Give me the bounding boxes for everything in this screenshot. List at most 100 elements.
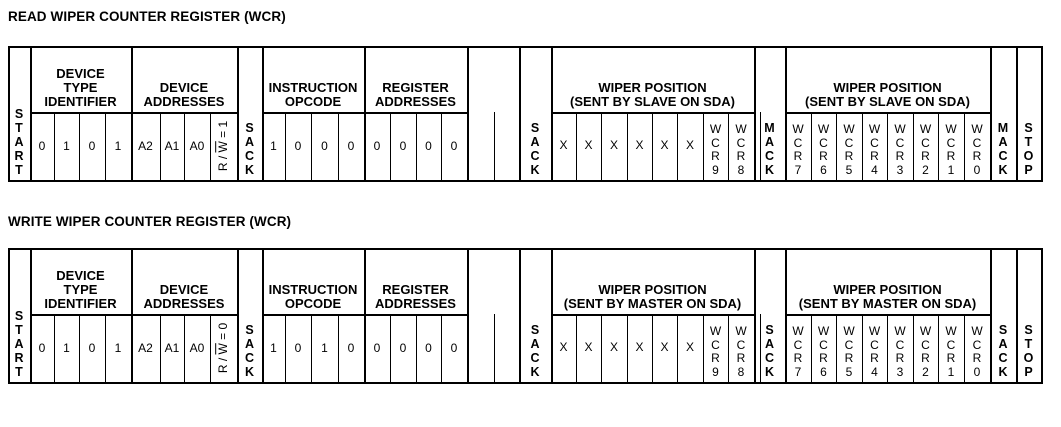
wiper-bit-letter: R: [711, 351, 720, 365]
opcode-bit: 0: [321, 139, 328, 153]
rw-label: R / W = 1: [216, 120, 231, 172]
device-address-bit: A2: [138, 341, 153, 355]
column-divider: [785, 248, 787, 384]
ack-cell-letter: A: [244, 337, 255, 351]
wiper-bit-letter: W: [792, 324, 804, 338]
device-type-header-line: DEVICE: [56, 66, 105, 81]
wiper-bit-letter: C: [736, 135, 746, 150]
bit-divider: [652, 112, 653, 180]
wiper-bit: X: [685, 340, 694, 355]
wiper-bit-letter: W: [868, 324, 881, 338]
wiper-bit-letter: R: [895, 149, 905, 163]
column-divider: [467, 46, 469, 182]
column-divider: [754, 248, 756, 384]
register-bit: 0: [373, 139, 381, 153]
wiper-bit-letter: C: [819, 135, 828, 150]
device-address-bit: A2: [138, 139, 153, 153]
bit-divider: [836, 314, 837, 382]
bit-divider: [887, 314, 888, 382]
ack-cell-letter: S: [245, 121, 254, 135]
wiper-bit-letter: R: [793, 351, 803, 365]
wiper-bit-letter: C: [972, 337, 982, 352]
bit-divider: [836, 112, 837, 180]
bit-divider: [416, 112, 417, 180]
column-divider: [262, 46, 264, 182]
rw-bit: R / W = 1: [210, 112, 237, 180]
stop-cell-letter: T: [1024, 337, 1033, 351]
stop-cell-letter: O: [1023, 351, 1034, 365]
column-divider: [237, 46, 239, 182]
instruction-opcode-header-line: OPCODE: [284, 296, 342, 311]
wiper-position-header-line: WIPER POSITION: [598, 282, 707, 297]
bit-divider: [441, 112, 442, 180]
bit-divider: [184, 314, 185, 382]
wiper-bit-letter: R: [819, 149, 828, 163]
column-divider: [8, 46, 10, 182]
device-type-bit: 0: [88, 139, 96, 153]
wiper-position-header-line: (SENT BY MASTER ON SDA): [563, 296, 742, 311]
wiper-bit-letter: W: [971, 122, 983, 136]
opcode-bit: 1: [270, 341, 277, 355]
bit-divider: [811, 314, 812, 382]
wiper-bit-letter: W: [709, 324, 722, 338]
wiper-bit-letter: C: [921, 337, 930, 352]
wiper-bit-letter: R: [895, 351, 905, 365]
wiper-bit: X: [559, 340, 568, 355]
wiper-bit-letter: 8: [737, 162, 745, 177]
wiper-bit-letter: 4: [871, 364, 878, 379]
wiper-bit-letter: 8: [737, 364, 745, 379]
device-type-header-line: DEVICE: [56, 268, 105, 283]
bit-divider: [390, 112, 391, 180]
header-divider: [364, 112, 467, 114]
wiper-bit-letter: 6: [820, 162, 827, 177]
wiper-bit-letter: C: [711, 337, 720, 352]
wiper-bit-letter: C: [972, 135, 982, 150]
register-bit: 0: [450, 341, 458, 355]
column-divider: [990, 46, 992, 182]
ack-cell-letter: S: [530, 121, 540, 135]
bit-divider: [887, 112, 888, 180]
device-type-bit: 1: [114, 139, 122, 153]
wiper-bit: X: [660, 340, 669, 355]
wiper-bit-letter: R: [870, 149, 879, 163]
bit-divider: [311, 112, 312, 180]
wiper-bit-letter: 3: [896, 364, 904, 379]
column-divider: [551, 46, 553, 182]
bit-divider: [390, 314, 391, 382]
bit-divider: [338, 112, 339, 180]
bit-divider: [210, 112, 211, 180]
wiper-bit-letter: 1: [947, 364, 955, 379]
bit-divider: [54, 314, 55, 382]
wiper-bit-letter: 6: [820, 364, 827, 379]
bit-divider: [964, 112, 965, 180]
wiper-bit-letter: W: [919, 122, 932, 136]
ack-cell-letter: A: [244, 135, 255, 149]
stop-cell-letter: P: [1024, 365, 1033, 379]
register-addresses-header-line: REGISTER: [382, 80, 449, 95]
ack-cell-letter: C: [244, 351, 255, 365]
bit-divider: [338, 314, 339, 382]
wiper-bit-letter: 4: [871, 162, 878, 177]
section-title: WRITE WIPER COUNTER REGISTER (WCR): [8, 214, 292, 229]
instruction-opcode-header-line: INSTRUCTION: [268, 80, 358, 95]
column-divider: [1016, 46, 1018, 182]
bit-divider: [79, 314, 80, 382]
bit-divider: [760, 112, 761, 180]
start-cell-letter: A: [14, 135, 24, 149]
wiper-bit-letter: C: [870, 135, 879, 150]
column-divider: [131, 46, 133, 182]
ack-cell-letter: K: [764, 365, 775, 379]
